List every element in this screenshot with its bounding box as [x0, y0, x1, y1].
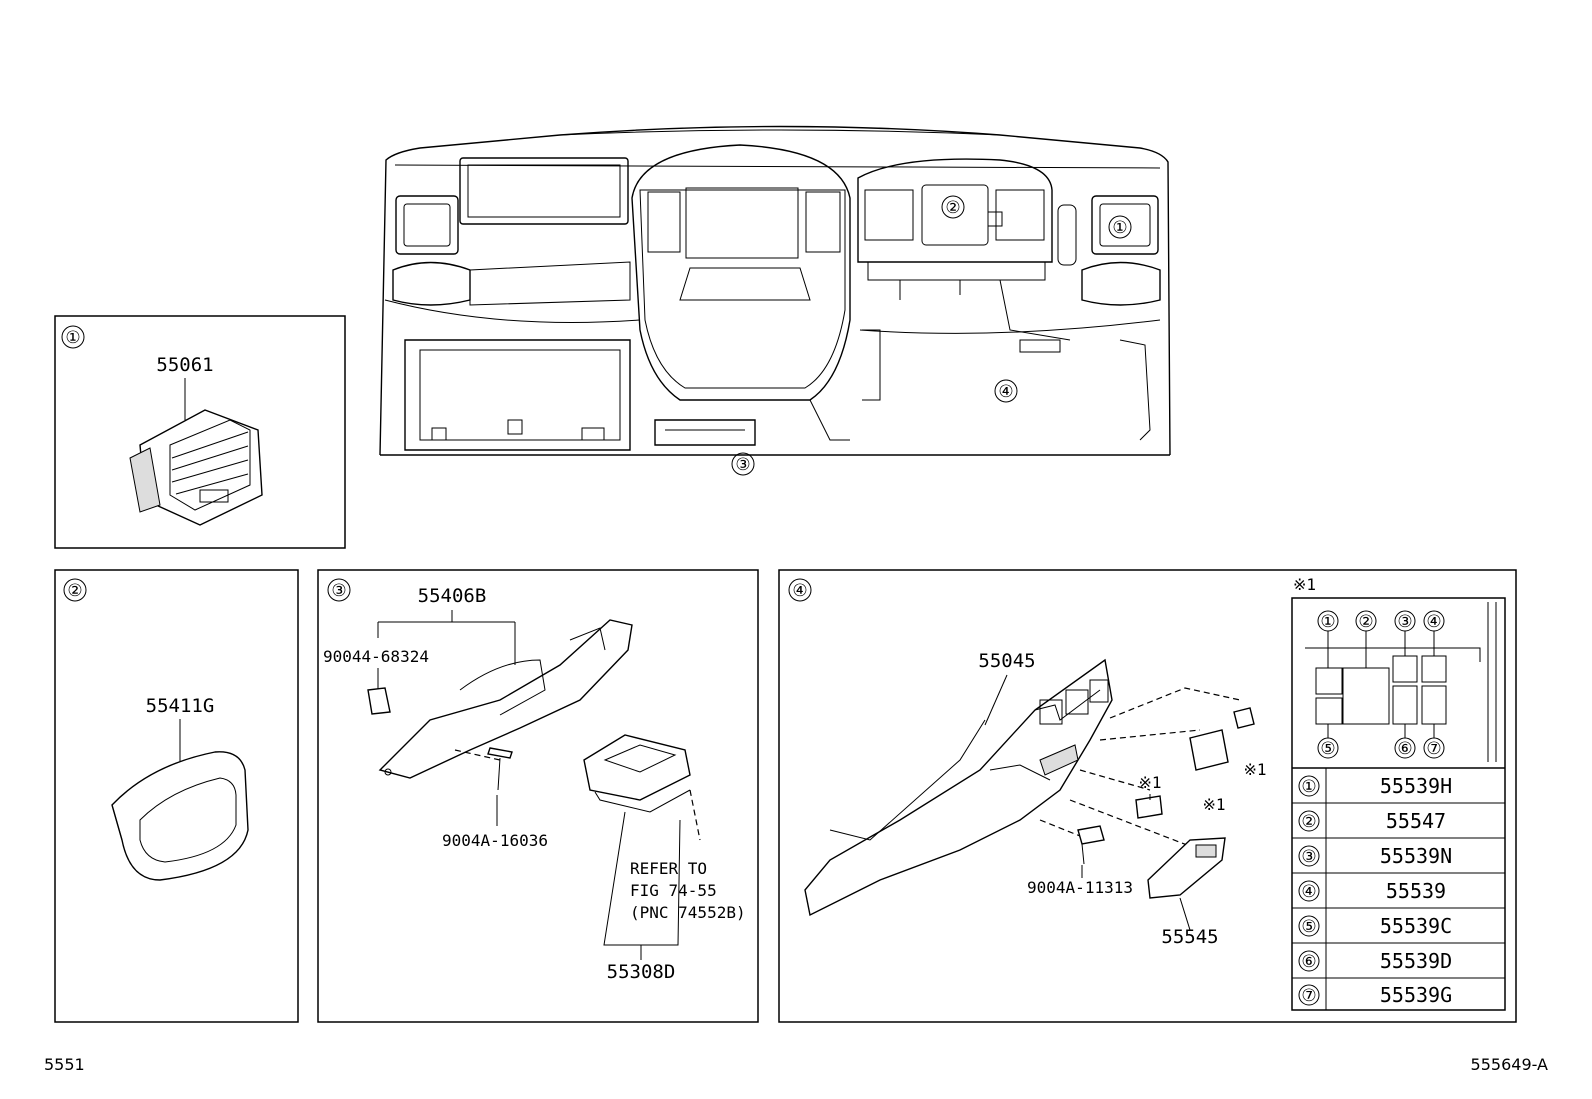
- svg-text:⑥: ⑥: [1397, 739, 1412, 759]
- svg-text:⑥: ⑥: [1301, 952, 1316, 972]
- table-row: ⑥ 55539D: [1298, 949, 1452, 973]
- layout-num-1: ①: [1317, 610, 1339, 632]
- switch-layout-box: [1291, 597, 1506, 1011]
- svg-text:55539H: 55539H: [1380, 774, 1452, 798]
- layout-switch-3: [1392, 655, 1418, 683]
- layout-marker-note: ※1: [1293, 575, 1316, 594]
- figure-number-right: 555649-A: [1471, 1055, 1549, 1074]
- part-label-55045: 55045: [978, 650, 1035, 672]
- svg-text:55539G: 55539G: [1380, 983, 1452, 1007]
- table-row: ① 55539H: [1298, 774, 1452, 798]
- layout-num-2: ②: [1355, 610, 1377, 632]
- svg-text:③: ③: [1397, 612, 1412, 632]
- layout-switch-5: [1315, 697, 1343, 725]
- panel-4-callout: [788, 578, 812, 602]
- marker-note-left: ※1: [1138, 773, 1161, 792]
- clip-part-drawing: [367, 687, 391, 715]
- panel-1-callout: [61, 325, 85, 349]
- svg-text:⑤: ⑤: [1320, 739, 1335, 759]
- part-label-55061: 55061: [156, 354, 213, 376]
- svg-text:⑦: ⑦: [1301, 986, 1316, 1006]
- svg-text:③: ③: [735, 455, 750, 475]
- screw-part-drawing: [487, 747, 513, 791]
- switch-blank-middle: [1189, 729, 1229, 771]
- svg-text:①: ①: [1112, 218, 1127, 238]
- svg-text:②: ②: [1358, 612, 1373, 632]
- layout-switch-7: [1421, 685, 1447, 725]
- panel-2: ② 55411G: [54, 569, 299, 1023]
- layout-switch-2: [1342, 667, 1390, 725]
- svg-text:③: ③: [1301, 847, 1316, 867]
- svg-text:55539C: 55539C: [1380, 914, 1452, 938]
- dashboard-overview: [379, 125, 1171, 456]
- switch-part-table: [1292, 767, 1505, 1010]
- switch-panel-part-drawing: [1147, 837, 1226, 899]
- refer-note-line-1: REFER TO: [630, 859, 707, 878]
- bezel-part-drawing: [111, 751, 249, 881]
- refer-note-line-2: FIG 74-55: [630, 881, 717, 900]
- layout-num-3: ③: [1394, 610, 1416, 632]
- overview-callout-4: ④: [994, 379, 1018, 403]
- tray-part-drawing: [583, 734, 691, 813]
- vent-part-drawing: [129, 409, 263, 526]
- switch-blank-left: [1135, 795, 1163, 819]
- layout-num-6: ⑥: [1394, 737, 1416, 759]
- table-row: ② 55547: [1298, 809, 1446, 833]
- overview-callout-1-left: ①: [1108, 215, 1132, 239]
- layout-num-5: ⑤: [1317, 737, 1339, 759]
- layout-num-4: ④: [1423, 610, 1445, 632]
- lower-trim-part-drawing: [378, 619, 633, 779]
- panel-2-number: ②: [67, 581, 82, 601]
- svg-text:①: ①: [1301, 777, 1316, 797]
- svg-text:55547: 55547: [1386, 809, 1446, 833]
- panel-1: ① 55061: [54, 315, 346, 549]
- svg-text:②: ②: [1301, 812, 1316, 832]
- lower-panel-part-drawing: [804, 658, 1113, 917]
- figure-number-left: 5551: [44, 1055, 85, 1074]
- part-label-55411G: 55411G: [146, 695, 215, 717]
- svg-text:④: ④: [1426, 612, 1441, 632]
- panel-1-number: ①: [65, 328, 80, 348]
- layout-switch-6: [1392, 685, 1418, 725]
- panel-3: ③ 55406B 90044-68324 9004A-16036: [317, 569, 759, 1023]
- panel-2-callout: [63, 578, 87, 602]
- marker-note-right: ※1: [1243, 760, 1266, 779]
- table-row: ③ 55539N: [1298, 844, 1452, 868]
- table-row: ⑦ 55539G: [1298, 983, 1452, 1007]
- part-label-55308D: 55308D: [607, 961, 676, 983]
- table-row: ④ 55539: [1298, 879, 1446, 903]
- marker-note-middle: ※1: [1202, 795, 1225, 814]
- panel-3-callout: [327, 578, 351, 602]
- part-label-9004A-11313: 9004A-11313: [1027, 878, 1133, 897]
- layout-num-7: ⑦: [1423, 737, 1445, 759]
- svg-text:55539: 55539: [1386, 879, 1446, 903]
- svg-text:④: ④: [1301, 882, 1316, 902]
- svg-text:⑦: ⑦: [1426, 739, 1441, 759]
- panel-3-number: ③: [331, 581, 346, 601]
- overview-callout-3: ③: [731, 452, 755, 476]
- panel-4: ④ 55045 ※1 ※1 ※1: [778, 569, 1517, 1023]
- svg-text:55539D: 55539D: [1380, 949, 1452, 973]
- part-label-90044-68324: 90044-68324: [323, 647, 429, 666]
- panel-4-number: ④: [792, 581, 807, 601]
- svg-text:②: ②: [945, 198, 960, 218]
- bolt-part-drawing: [1077, 825, 1105, 865]
- overview-callout-2: ②: [941, 195, 965, 219]
- refer-note-line-3: (PNC 74552B): [630, 903, 746, 922]
- svg-text:①: ①: [1320, 612, 1335, 632]
- part-label-55545: 55545: [1161, 926, 1218, 948]
- table-row: ⑤ 55539C: [1298, 914, 1452, 938]
- svg-text:④: ④: [998, 382, 1013, 402]
- layout-switch-4: [1421, 655, 1447, 683]
- svg-text:55539N: 55539N: [1380, 844, 1452, 868]
- part-label-9004A-16036: 9004A-16036: [442, 831, 548, 850]
- layout-switch-1: [1315, 667, 1343, 695]
- svg-text:⑤: ⑤: [1301, 917, 1316, 937]
- switch-blank-right: [1233, 707, 1255, 729]
- part-label-55406B: 55406B: [418, 585, 487, 607]
